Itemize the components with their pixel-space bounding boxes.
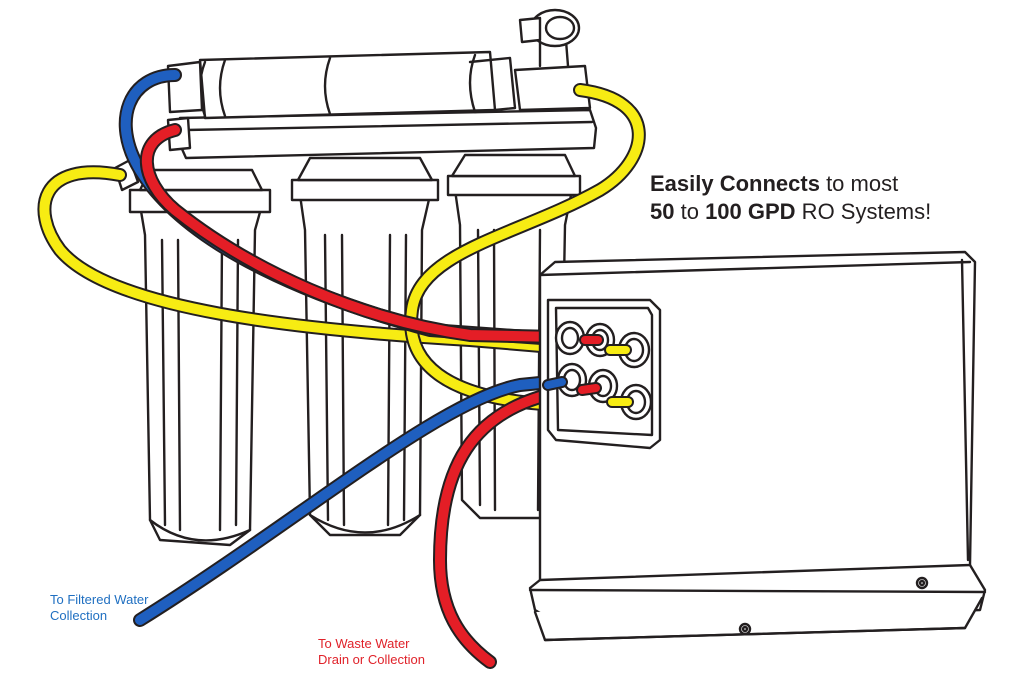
headline-text-3: RO Systems! bbox=[795, 199, 932, 224]
fitting-top-left bbox=[554, 320, 586, 356]
headline-bold-2: 50 bbox=[650, 199, 675, 224]
pump-box bbox=[528, 250, 987, 642]
ro-membrane-bracket bbox=[113, 8, 598, 192]
headline-line-1: Easily Connects to most bbox=[650, 170, 931, 198]
filtered-water-label: To Filtered Water Collection bbox=[50, 592, 149, 624]
headline-bold-3: 100 GPD bbox=[705, 199, 796, 224]
headline-text-2: to bbox=[674, 199, 706, 224]
filtered-water-label-line-1: To Filtered Water bbox=[50, 592, 149, 607]
waste-water-label-line-2: Drain or Collection bbox=[318, 652, 425, 667]
headline-bold-1: Easily Connects bbox=[650, 171, 820, 196]
headline-text-1: to most bbox=[819, 171, 899, 196]
headline-line-2: 50 to 100 GPD RO Systems! bbox=[650, 198, 931, 226]
waste-water-label-line-1: To Waste Water bbox=[318, 636, 410, 651]
fitting-tube-stubs bbox=[542, 334, 634, 408]
ro-filter-housing-left bbox=[128, 168, 272, 547]
waste-water-label: To Waste Water Drain or Collection bbox=[318, 636, 425, 668]
red-tube bbox=[139, 123, 607, 669]
filtered-water-label-line-2: Collection bbox=[50, 608, 108, 623]
headline: Easily Connects to most 50 to 100 GPD RO… bbox=[650, 170, 931, 226]
